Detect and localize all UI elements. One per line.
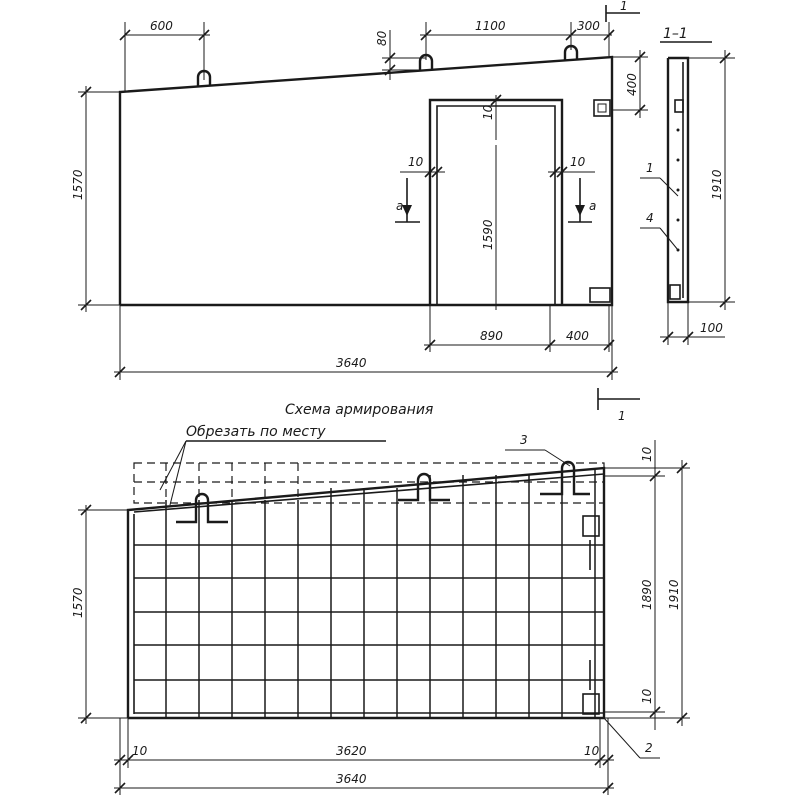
embedded-plate-top: [593, 99, 611, 117]
dim-600: 600: [150, 19, 173, 33]
scheme-loop-1: [176, 492, 228, 524]
dim-3640-top: 3640: [336, 356, 367, 370]
dim-3640-scheme: 3640: [336, 772, 367, 786]
section-mark-bottom: 1: [618, 409, 626, 423]
callout-3: 3: [520, 433, 528, 447]
callout-2: 2: [645, 741, 653, 755]
dim-300: 300: [577, 19, 600, 33]
section-title: 1–1: [663, 26, 688, 42]
dim-400-bottom: 400: [566, 329, 589, 343]
reinforcement-scheme: 1 Схема армирования Обрезать по месту: [71, 388, 690, 795]
dim-10-right-scheme: 10: [584, 744, 600, 758]
view-a-left: а: [396, 199, 403, 213]
callout-1: 1: [646, 161, 654, 175]
dim-10-left-scheme: 10: [132, 744, 148, 758]
embedded-plate-bottom: [589, 287, 611, 303]
dim-1910-scheme: 1910: [667, 579, 681, 610]
dim-10-top-scheme: 10: [640, 446, 654, 462]
dim-door-10-top: 10: [481, 104, 495, 120]
section-1-1: 1–1 1 4 1910 100: [640, 26, 735, 345]
schema-title: Схема армирования: [285, 402, 433, 418]
dim-890: 890: [480, 329, 503, 343]
dim-400-right: 400: [625, 73, 639, 96]
dim-10-bottom-scheme: 10: [640, 688, 654, 704]
dim-80: 80: [375, 30, 389, 46]
scheme-plate-top: [582, 515, 600, 537]
cut-zone: [133, 462, 605, 504]
panel-outline: [118, 55, 614, 307]
view-a-right: а: [589, 199, 596, 213]
mesh-grid: [134, 470, 604, 718]
dim-1890: 1890: [640, 579, 654, 610]
dim-3620: 3620: [336, 744, 367, 758]
dim-door-10-left: 10: [408, 155, 424, 169]
panel-elevation: 600 1100 300 80 400 1 10: [71, 0, 648, 380]
dim-1570-scheme: 1570: [71, 587, 85, 618]
scheme-loop-3: [540, 460, 590, 496]
dim-door-1590: 1590: [481, 219, 495, 250]
embedded-plate-top-inner: [597, 103, 607, 113]
dim-1910-section: 1910: [710, 169, 724, 200]
dim-100-section: 100: [700, 321, 723, 335]
section-mark-top: 1: [620, 0, 628, 13]
callout-4: 4: [646, 211, 654, 225]
cut-note: Обрезать по месту: [186, 424, 326, 440]
dim-door-10-right: 10: [570, 155, 586, 169]
dim-1570-left: 1570: [71, 169, 85, 200]
scheme-plate-bottom: [582, 693, 600, 715]
section-outline: [666, 56, 690, 304]
scheme-loop-2: [398, 472, 450, 502]
dim-1100: 1100: [475, 19, 506, 33]
